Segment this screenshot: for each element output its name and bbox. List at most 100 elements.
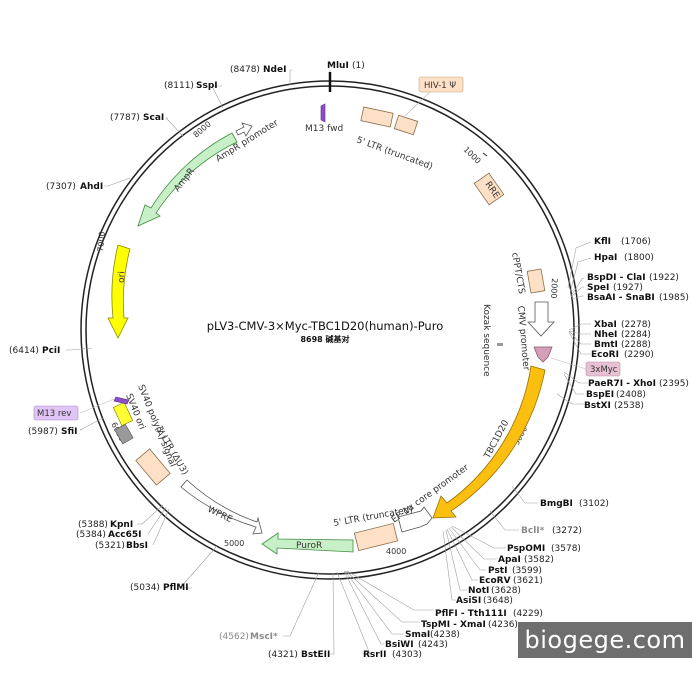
site-sfii: (5987) SfiI [28,427,78,437]
site-pos: (1706) [621,237,651,247]
site-paer7i-xhoi: PaeR7I - XhoI (2395) [588,379,689,389]
site-kpni: (5388) KpnI [78,520,133,530]
feature-label: PuroR [296,541,322,551]
site-pos: (4229) [513,609,543,619]
tick-label: 7000 [96,231,107,252]
site-spei: SpeI (1927) [587,283,643,293]
site-bsiwi: BsiWI (4243) [385,640,448,650]
site-pos: (2538) [614,401,644,411]
feature-label: cPPT/CTS [509,252,526,295]
feature-label: ori [117,271,127,283]
site-name: BsiWI [385,640,414,650]
site-name: PciI [42,346,60,356]
site-rsrii: RsrII (4303) [363,650,422,660]
site-bmti: BmtI (2288) [594,340,651,350]
site-ahdi: (7307) AhdI [46,182,103,192]
feature-label: Kozak sequence [481,304,491,377]
site-name: PaeR7I - XhoI [588,379,656,389]
site-name: AsiSI [456,596,481,606]
site-pos: (3582) [524,555,554,565]
site-name: BmgBI [540,499,573,509]
site-bsaai-snabi: BsaAI - SnaBI (1985) [587,293,689,303]
site-bspei: BspEI (2408) [586,390,646,400]
site-name: AhdI [80,182,103,192]
site-pos: (2278) [621,320,651,330]
tag-hiv1-psi: HIV-1 Ψ [404,76,464,117]
site-name: ApaI [498,555,521,565]
plasmid-length: 8698 碱基对 [300,334,349,344]
site-name: BstXI [584,401,611,411]
site-name: BmtI [594,340,618,350]
site-tspmi-xmai: TspMI - XmaI (4236) [421,620,518,630]
feature-label: CMV promoter [515,305,531,371]
tick-2000: 2000 [549,278,559,299]
site-pos: (1922) [649,273,679,283]
site-name: NotI [468,586,489,596]
site-pos: (4562) [219,632,249,642]
site-sspi: (8111) SspI [164,81,218,91]
site-name: RsrII [363,650,386,660]
site-pos: (7307) [46,182,76,192]
site-pos: (6414) [9,346,39,356]
feature-3xmyc [533,346,553,363]
site-name: KflI [594,237,611,247]
site-name: PflMI [163,583,189,593]
site-pos: (2395) [659,379,689,389]
site-pflmi: (5034) PflMI [130,583,189,593]
site-name: NdeI [263,65,286,75]
feature-wpre: WPRE [180,479,263,535]
site-apai: ApaI (3582) [498,555,554,565]
tick-7000: 7000 [96,231,107,252]
site-name: SspI [196,81,218,91]
feature-puror: PuroR [261,532,354,555]
site-pos: (3628) [491,586,521,596]
site-ecori: EcoRI (2290) [591,350,654,360]
site-name: MscI* [250,632,278,642]
site-msci: (4562) MscI* [219,632,278,642]
site-noti: NotI (3628) [468,586,521,596]
tick-label: 4000 [386,547,406,556]
site-pos: (4303) [392,650,422,660]
site-pcii: (6414) PciI [9,346,60,356]
tick-label: 1000 [462,145,483,166]
site-name: SmaI [405,630,430,640]
plasmid-title: pLV3-CMV-3×Myc-TBC1D20(human)-Puro [207,319,444,333]
feature-label: 5' LTR (truncated) [355,135,434,172]
site-pos: (3102) [579,499,609,509]
site-pos: (7787) [110,113,140,123]
site-pos: (5321) [95,541,125,551]
site-xbai: XbaI (2278) [594,320,651,330]
tag-label: M13 rev [37,409,71,419]
tick-label: 8000 [192,120,213,140]
primer-m13-rev [113,396,130,405]
site-acc65i: (5384) Acc65I [76,530,142,540]
site-pos: (4236) [488,620,518,630]
site-pos: (1985) [659,293,689,303]
site-pos: (8111) [164,81,194,91]
tag-m13-rev: M13 rev [33,398,115,421]
feature-5-ltr-truncated-top: 5' LTR (truncated) [355,106,434,172]
site-asisi: AsiSI (3648) [456,596,513,606]
site-psti: PstI (3599) [488,566,542,576]
feature-kozak-sequence: Kozak sequence [481,304,503,377]
site-name: TspMI - XmaI [421,620,486,630]
site-name: SpeI [587,283,609,293]
site-name: BclI* [521,526,545,536]
site-name: BspEI [586,390,614,400]
site-pos: (3599) [512,566,542,576]
site-bstxi: BstXI (2538) [584,401,644,411]
site-name: BspDI - ClaI [587,273,646,283]
site-bspdi-clai: BspDI - ClaI (1922) [587,273,679,283]
site-bbsi: (5321) BbsI [95,541,148,551]
site-pos: (4321) [268,650,298,660]
site-pos: (1800) [624,253,654,263]
site-bcli: BclI* (3272) [521,526,582,536]
site-pos: (5384) [76,530,106,540]
site-name: PstI [488,566,507,576]
tick-label: 2000 [549,278,559,299]
site-name: BbsI [126,541,148,551]
site-pos: (5034) [130,583,160,593]
site-pos: (3578) [551,544,581,554]
site-pos: (4238) [430,630,460,640]
tag-label: 3xMyc [590,365,618,375]
